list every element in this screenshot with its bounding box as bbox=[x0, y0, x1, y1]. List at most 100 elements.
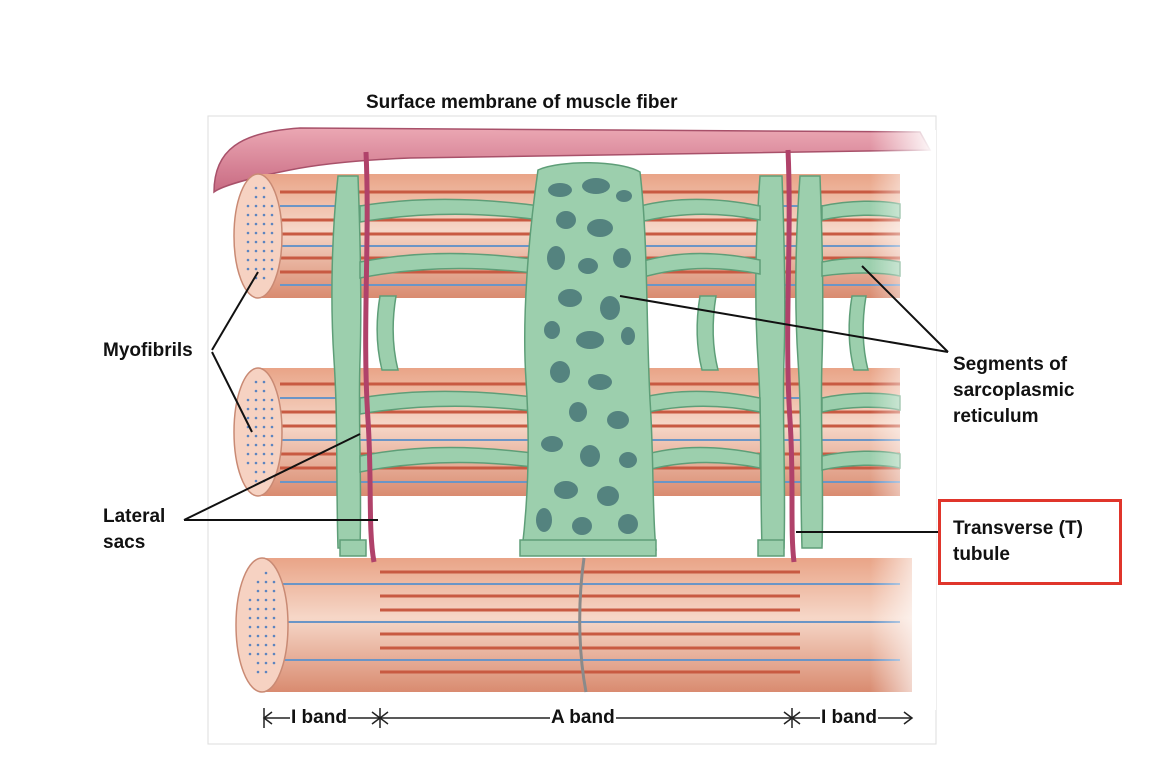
t-tubule-left bbox=[363, 151, 377, 563]
fiber-dot bbox=[254, 425, 258, 429]
fiber-dot bbox=[248, 652, 252, 656]
fiber-dot bbox=[270, 249, 274, 253]
label-sr-line2: sarcoplasmic bbox=[953, 380, 1075, 401]
label-i-band-left: I band bbox=[290, 705, 348, 731]
fiber-dot bbox=[256, 661, 260, 665]
fiber-dot bbox=[246, 407, 250, 411]
fiber-dot bbox=[254, 213, 258, 217]
fiber-dot bbox=[262, 470, 266, 474]
fiber-dot bbox=[246, 416, 250, 420]
fiber-dot bbox=[270, 407, 274, 411]
fiber-dot bbox=[270, 204, 274, 208]
fiber-dot bbox=[262, 240, 266, 244]
fiber-dot bbox=[248, 616, 252, 620]
fiber-dot bbox=[272, 598, 276, 602]
fiber-dot bbox=[256, 652, 260, 656]
fiber-dot bbox=[254, 416, 258, 420]
fiber-dot bbox=[248, 643, 252, 647]
reticulum-fenestrations bbox=[536, 178, 638, 535]
diagram-title: Surface membrane of muscle fiber bbox=[366, 92, 678, 113]
fiber-dot bbox=[248, 634, 252, 638]
label-myofibrils: Myofibrils bbox=[103, 340, 193, 361]
fiber-dot bbox=[272, 634, 276, 638]
fiber-dot bbox=[254, 479, 258, 483]
fiber-dot bbox=[262, 434, 266, 438]
fiber-dot bbox=[246, 398, 250, 402]
label-a-band: A band bbox=[550, 705, 616, 731]
label-lateral-line1: Lateral bbox=[103, 506, 166, 527]
fiber-dot bbox=[264, 670, 268, 674]
fiber-dot bbox=[270, 461, 274, 465]
fiber-dot bbox=[254, 258, 258, 262]
label-tt-line2: tubule bbox=[953, 544, 1010, 565]
fiber-dot bbox=[256, 580, 260, 584]
fiber-dot bbox=[262, 186, 266, 190]
fiber-dot bbox=[272, 607, 276, 611]
fiber-dot bbox=[254, 407, 258, 411]
fiber-dot bbox=[272, 652, 276, 656]
fiber-dot bbox=[248, 625, 252, 629]
fiber-dot bbox=[262, 258, 266, 262]
fiber-dot bbox=[264, 589, 268, 593]
fiber-dot bbox=[270, 425, 274, 429]
fiber-dot bbox=[254, 434, 258, 438]
fiber-dot bbox=[270, 213, 274, 217]
fiber-dot bbox=[262, 213, 266, 217]
fiber-dot bbox=[262, 249, 266, 253]
fiber-dot bbox=[270, 398, 274, 402]
fiber-dot bbox=[246, 443, 250, 447]
fiber-dot bbox=[256, 598, 260, 602]
label-sr-line1: Segments of bbox=[953, 354, 1068, 375]
fiber-dot bbox=[264, 571, 268, 575]
fiber-dot bbox=[264, 661, 268, 665]
fiber-dot bbox=[246, 258, 250, 262]
fiber-dot bbox=[256, 616, 260, 620]
fiber-dot bbox=[248, 607, 252, 611]
fiber-dot bbox=[246, 231, 250, 235]
fiber-dot bbox=[264, 652, 268, 656]
fiber-dot bbox=[246, 249, 250, 253]
fiber-dot bbox=[248, 598, 252, 602]
fiber-dot bbox=[256, 643, 260, 647]
fiber-dot bbox=[246, 222, 250, 226]
myofibril-end-dots bbox=[246, 186, 276, 674]
fiber-dot bbox=[256, 670, 260, 674]
label-sarcoplasmic-reticulum: Segments of sarcoplasmic reticulum bbox=[953, 352, 1074, 430]
fiber-dot bbox=[256, 589, 260, 593]
fiber-dot bbox=[246, 213, 250, 217]
fiber-dot bbox=[272, 616, 276, 620]
fiber-dot bbox=[262, 389, 266, 393]
t-tubules bbox=[363, 149, 797, 563]
fiber-dot bbox=[254, 267, 258, 271]
fiber-dot bbox=[262, 204, 266, 208]
fiber-dot bbox=[246, 204, 250, 208]
fiber-dot bbox=[262, 461, 266, 465]
label-lateral-sacs: Lateral sacs bbox=[103, 504, 165, 556]
fiber-dot bbox=[254, 380, 258, 384]
fiber-dot bbox=[272, 661, 276, 665]
fiber-dot bbox=[270, 258, 274, 262]
fiber-dot bbox=[262, 380, 266, 384]
label-tt-line1: Transverse (T) bbox=[953, 518, 1083, 539]
fiber-dot bbox=[264, 643, 268, 647]
fiber-dot bbox=[264, 598, 268, 602]
fiber-dot bbox=[270, 434, 274, 438]
fiber-dot bbox=[264, 625, 268, 629]
fiber-dot bbox=[262, 407, 266, 411]
fiber-dot bbox=[262, 231, 266, 235]
fiber-dot bbox=[246, 461, 250, 465]
fiber-dot bbox=[270, 222, 274, 226]
fiber-dot bbox=[254, 443, 258, 447]
fiber-dot bbox=[262, 425, 266, 429]
fiber-dot bbox=[270, 267, 274, 271]
fiber-dot bbox=[254, 240, 258, 244]
fiber-dot bbox=[264, 616, 268, 620]
fiber-dot bbox=[254, 452, 258, 456]
label-sr-line3: reticulum bbox=[953, 406, 1039, 427]
fiber-dot bbox=[262, 267, 266, 271]
label-t-tubule: Transverse (T) tubule bbox=[953, 516, 1083, 568]
fiber-dot bbox=[262, 195, 266, 199]
fiber-dot bbox=[254, 461, 258, 465]
